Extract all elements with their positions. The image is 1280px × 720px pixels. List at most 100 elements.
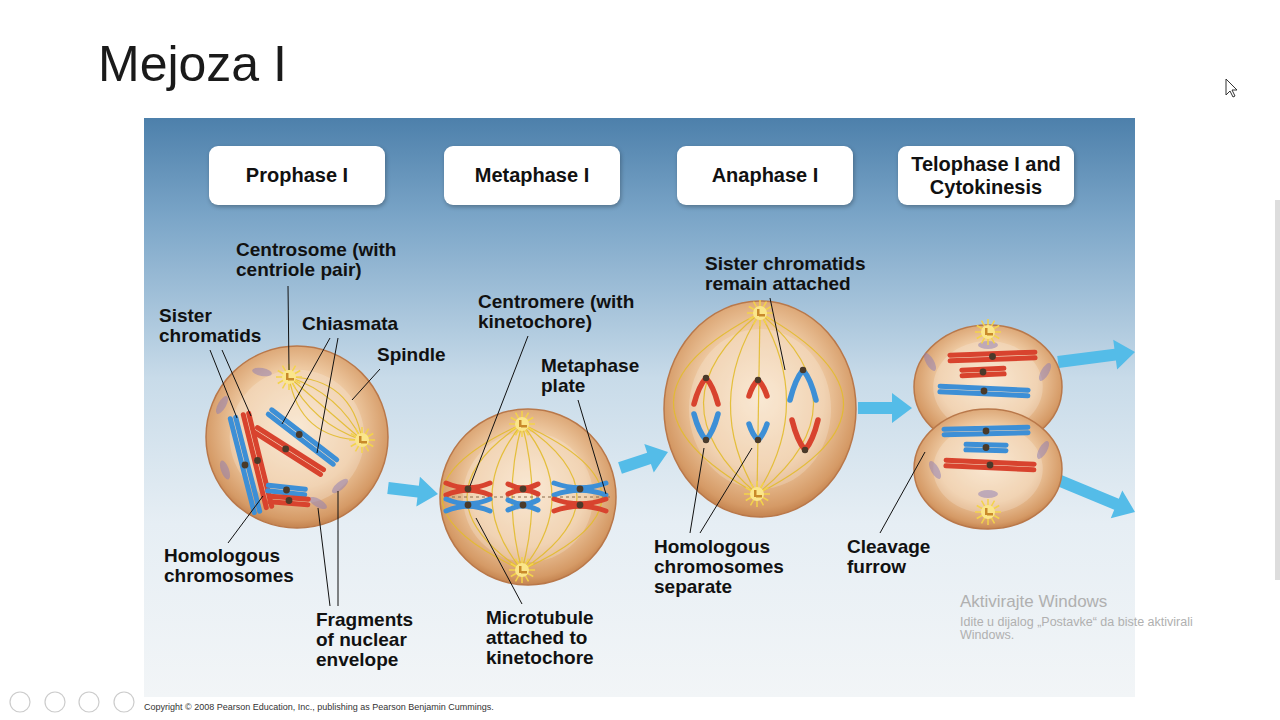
centrosome-body bbox=[515, 417, 529, 431]
telophase-cells bbox=[914, 319, 1062, 529]
chromatid-arm bbox=[790, 370, 803, 400]
nuclear-envelope-fragment bbox=[218, 459, 232, 481]
centromere bbox=[520, 486, 527, 493]
metaphase-cell bbox=[440, 409, 616, 585]
edge-strip bbox=[1275, 200, 1280, 580]
centrosome bbox=[509, 557, 535, 583]
copyright-note: Copyright © 2008 Pearson Education, Inc.… bbox=[144, 703, 844, 712]
centrosome bbox=[509, 411, 535, 437]
centromere bbox=[755, 437, 761, 443]
spindle-fiber bbox=[757, 313, 814, 494]
leader-line bbox=[210, 350, 237, 418]
nuclear-envelope-fragment bbox=[251, 366, 272, 377]
stage-arrow bbox=[1052, 466, 1141, 526]
centromere bbox=[577, 502, 584, 509]
centrosome-body bbox=[515, 563, 529, 577]
watermark: Aktivirajte Windows bbox=[960, 593, 1260, 611]
centromere bbox=[980, 369, 987, 376]
leader-line bbox=[228, 496, 263, 543]
centrosome-body bbox=[750, 487, 764, 501]
nuclear-envelope-fragment bbox=[922, 351, 939, 372]
part-label: Microtubule attached to kinetochore bbox=[486, 608, 611, 668]
nuclear-envelope-fragment bbox=[927, 459, 944, 480]
leader-line bbox=[476, 518, 522, 604]
chromatid-arm bbox=[803, 370, 816, 400]
chromatid-arm bbox=[706, 378, 718, 404]
centromere bbox=[802, 447, 808, 453]
part-label: Homologous chromosomes bbox=[164, 546, 314, 586]
part-label: Centrosome (with centriole pair) bbox=[236, 240, 436, 280]
centriole bbox=[987, 513, 993, 516]
centromere bbox=[703, 437, 709, 443]
anaphase-cell bbox=[664, 300, 856, 517]
centromere bbox=[286, 497, 293, 504]
stage-label-box: Telophase I and Cytokinesis bbox=[898, 146, 1074, 205]
chromatid-arm bbox=[706, 414, 718, 440]
part-label: Fragments of nuclear envelope bbox=[316, 610, 428, 670]
stage-arrow bbox=[386, 473, 440, 509]
centrosome-body bbox=[355, 433, 369, 447]
centrosome-body bbox=[981, 325, 995, 339]
nuclear-envelope-fragment bbox=[1037, 361, 1054, 382]
spindle-fiber bbox=[757, 313, 787, 494]
centromere bbox=[242, 462, 249, 469]
chromatid-arm bbox=[694, 414, 706, 440]
slide-title: Mejoza I bbox=[98, 38, 287, 91]
spindle-fiber bbox=[703, 313, 760, 494]
centromere bbox=[465, 486, 472, 493]
stage-arrow bbox=[858, 393, 912, 423]
cell-interior bbox=[689, 329, 831, 489]
leader-line bbox=[700, 448, 752, 533]
centromere bbox=[254, 457, 261, 464]
centromere bbox=[987, 462, 994, 469]
nav-button bbox=[114, 692, 134, 712]
stage-label-box: Anaphase I bbox=[677, 146, 853, 205]
part-label: Spindle bbox=[377, 345, 477, 365]
daughter-cell bbox=[914, 409, 1062, 529]
stage-name: Telophase I and Cytokinesis bbox=[906, 153, 1066, 199]
leader-line bbox=[690, 448, 704, 533]
centrosome bbox=[349, 427, 375, 453]
centrosome bbox=[975, 319, 1001, 345]
chromatid-arm bbox=[792, 420, 805, 450]
nuclear-envelope-fragment bbox=[214, 394, 231, 415]
chromatid-arm bbox=[805, 420, 818, 450]
centromere bbox=[800, 367, 806, 373]
part-label: Cleavage furrow bbox=[847, 537, 957, 577]
leader-line bbox=[578, 400, 606, 494]
leader-line bbox=[770, 298, 785, 370]
centromere bbox=[465, 502, 472, 509]
part-label: Metaphase plate bbox=[541, 356, 651, 396]
centromere bbox=[282, 446, 289, 453]
leader-line bbox=[470, 336, 528, 486]
watermark: Idite u dijalog „Postavke“ da biste akti… bbox=[960, 616, 1235, 642]
centromere bbox=[981, 388, 988, 395]
spindle-fiber bbox=[730, 313, 760, 494]
chromatid bbox=[230, 419, 254, 513]
centriole bbox=[361, 441, 367, 444]
centrosome bbox=[747, 300, 773, 326]
leader-line bbox=[222, 350, 251, 416]
cell bbox=[914, 409, 1062, 529]
centromere bbox=[755, 377, 761, 383]
nuclear-envelope-fragment bbox=[978, 490, 998, 498]
centrosome-body bbox=[753, 306, 767, 320]
spindle-fiber bbox=[757, 313, 760, 494]
centriole bbox=[521, 425, 527, 428]
centromere bbox=[296, 431, 303, 438]
part-label: Sister chromatids bbox=[159, 306, 289, 346]
centrosome bbox=[975, 499, 1001, 525]
leader-line bbox=[288, 286, 289, 370]
leader-line bbox=[282, 338, 330, 424]
centrosome bbox=[744, 481, 770, 507]
chromatid bbox=[272, 410, 337, 460]
metaphase-plate-line bbox=[446, 497, 610, 498]
centrosome-body bbox=[981, 505, 995, 519]
chromatid bbox=[268, 414, 333, 464]
leader-line bbox=[880, 452, 925, 533]
leader-line bbox=[338, 491, 339, 606]
centromere bbox=[703, 375, 709, 381]
part-label: Centromere (with kinetochore) bbox=[478, 292, 658, 332]
nav-button bbox=[79, 692, 99, 712]
nuclear-envelope-fragment bbox=[1035, 439, 1052, 460]
